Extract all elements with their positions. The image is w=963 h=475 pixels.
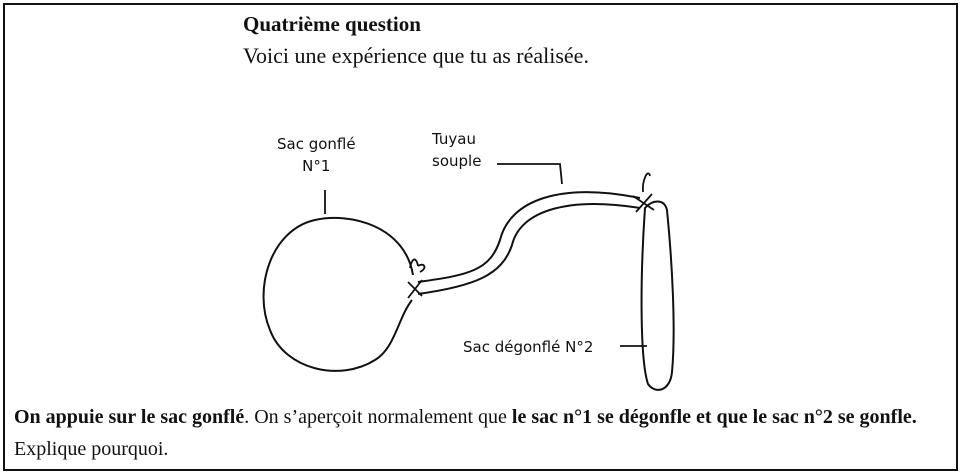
paragraph-bold-2: le sac n°1 se dégonfle et que le sac n°2… — [511, 406, 917, 428]
bag-1-inflated — [262, 216, 414, 372]
label-tube-line2: souple — [432, 152, 482, 170]
label-bag-2: Sac dégonflé N°2 — [463, 336, 593, 358]
exercise-frame — [3, 3, 958, 471]
tube-leader — [497, 163, 563, 185]
label-bag-2-name: Sac dégonflé — [463, 338, 561, 356]
question-intro: Voici une expérience que tu as réalisée. — [243, 43, 589, 68]
paragraph-bold-1: On appuie sur le sac gonflé — [14, 406, 245, 428]
question-heading: Quatrième question — [243, 12, 421, 36]
label-bag-1-number: N°1 — [302, 157, 331, 175]
label-bag-2-number: N°2 — [565, 338, 594, 356]
question-paragraph: On appuie sur le sac gonflé. On s’aperço… — [14, 401, 954, 465]
label-tube-line1: Tuyau — [432, 130, 476, 148]
label-bag-1-name: Sac gonflé — [277, 135, 356, 153]
paragraph-text-2: Explique pourquoi. — [14, 438, 169, 460]
paragraph-text-1: . On s’aperçoit normalement que — [244, 406, 512, 428]
label-tube: Tuyau souple — [432, 128, 481, 172]
bag-2-deflated — [640, 200, 675, 391]
label-bag-1: Sac gonflé N°1 — [277, 133, 356, 177]
knot-2 — [632, 172, 655, 213]
knot-1 — [407, 258, 426, 299]
flexible-tube — [417, 191, 641, 283]
